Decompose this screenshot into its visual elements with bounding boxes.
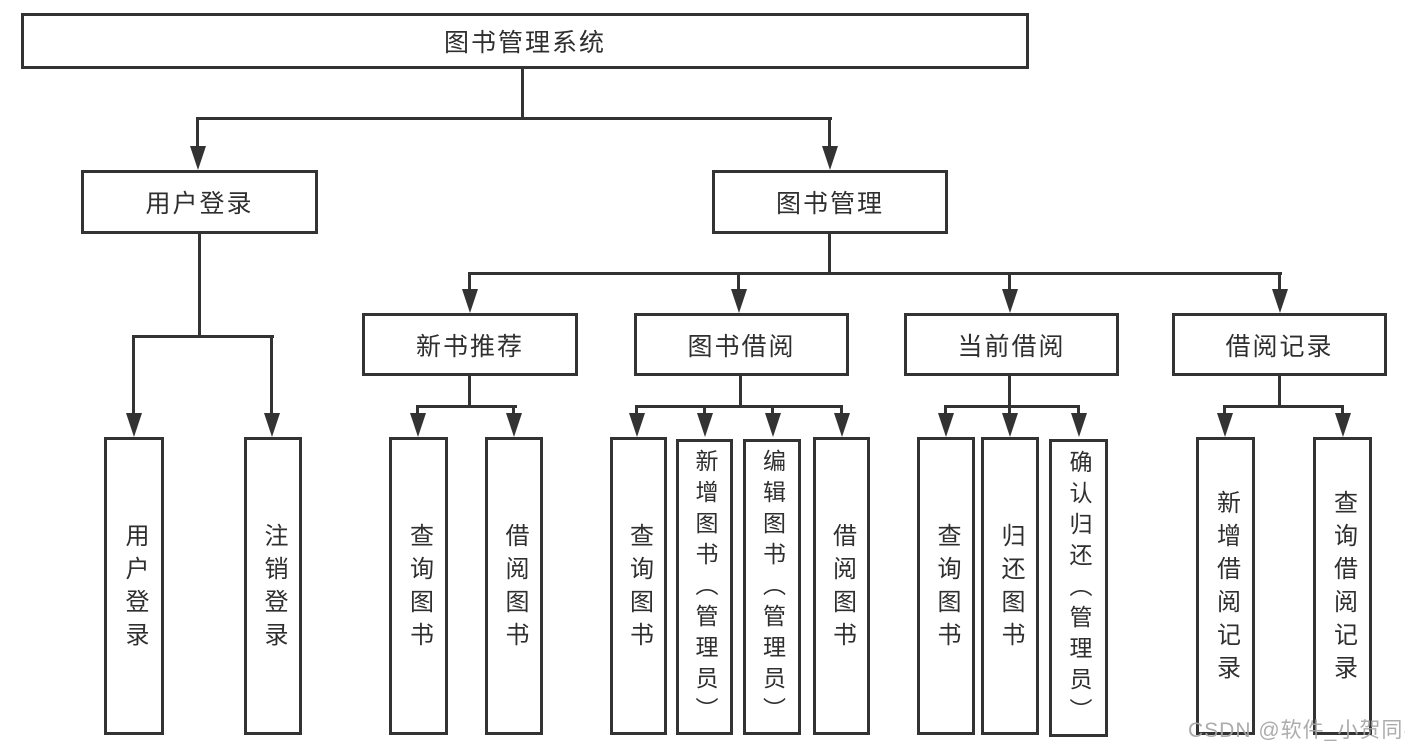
node-label: 用户登录 [145,190,254,218]
connector-line [196,117,199,149]
node-label: 查询图书 [933,523,960,655]
node-book-borrowing: 图书借阅 [634,313,849,376]
connector-line [270,335,273,413]
arrow-down-icon [822,146,838,170]
connector-line [739,376,742,407]
leaf-confirm-return-admin: 确认归还（管理员） [1049,439,1108,737]
node-current-borrowing: 当前借阅 [904,313,1119,376]
connector-line [198,234,201,338]
arrow-down-icon [410,413,426,437]
leaf-query-books-current: 查询图书 [917,437,975,735]
node-label: 归还图书 [997,523,1024,655]
connector-line [944,405,947,415]
leaf-user-login: 用户登录 [104,437,164,735]
connector-line [771,405,774,415]
arrow-down-icon [1335,413,1351,437]
connector-line [416,405,419,415]
connector-line [132,335,135,413]
arrow-down-icon [1002,413,1018,437]
connector-line [828,117,831,149]
arrow-down-icon [264,413,280,437]
node-label: 图书借阅 [687,332,796,361]
arrow-down-icon [938,413,954,437]
node-label: 查询图书 [405,523,433,655]
connector-line [416,405,517,408]
node-label: 新增借阅记录 [1212,490,1240,688]
leaf-borrow-books-recommend: 借阅图书 [485,437,543,735]
node-label: 当前借阅 [957,332,1066,361]
node-label: 确认归还（管理员） [1066,449,1092,729]
leaf-borrow-books: 借阅图书 [813,437,870,735]
leaf-return-books: 归还图书 [981,437,1039,735]
arrow-down-icon [1002,289,1018,313]
leaf-logout: 注销登录 [244,437,302,735]
connector-line [944,405,1080,408]
node-label: 图书管理 [775,190,884,218]
node-new-book-recommendation: 新书推荐 [362,313,578,376]
connector-line [840,405,843,415]
arrow-down-icon [765,413,781,437]
node-label: 新增图书（管理员） [692,448,718,728]
arrow-down-icon [629,413,645,437]
node-label: 借阅图书 [501,523,528,655]
connector-line [1223,405,1344,408]
leaf-add-borrow-record: 新增借阅记录 [1196,437,1255,735]
node-user-login: 用户登录 [81,170,318,234]
leaf-query-borrow-record: 查询借阅记录 [1313,437,1372,735]
connector-line [703,405,706,415]
node-label: 查询图书 [625,523,653,655]
connector-line [1008,405,1011,415]
node-label: 借阅记录 [1225,332,1334,361]
connector-line [828,234,831,275]
leaf-edit-books-admin: 编辑图书（管理员） [743,439,801,735]
node-label: 借阅图书 [828,523,856,655]
arrow-down-icon [462,289,478,313]
leaf-query-books-recommend: 查询图书 [389,437,448,735]
arrow-down-icon [731,289,747,313]
arrow-down-icon [1272,289,1288,313]
leaf-query-books-borrowing: 查询图书 [610,437,667,735]
node-book-management: 图书管理 [712,170,948,234]
leaf-add-books-admin: 新增图书（管理员） [676,439,733,735]
connector-line [1278,272,1281,292]
node-borrowing-records: 借阅记录 [1172,313,1387,376]
connector-line [737,272,740,292]
connector-line [512,405,515,415]
connector-line [468,376,471,407]
connector-line [1077,405,1080,415]
node-label: 图书管理系统 [443,29,606,57]
node-library-management-system: 图书管理系统 [21,13,1029,69]
connector-line [132,335,274,338]
arrow-down-icon [190,146,206,170]
connector-line [1278,376,1281,407]
connector-line [468,272,471,292]
csdn-watermark: CSDN @软件_小贺同学 [1188,719,1405,742]
arrow-down-icon [126,413,142,437]
connector-line [196,117,832,120]
connector-line [521,68,524,119]
arrow-down-icon [1071,413,1087,437]
connector-line [635,405,638,415]
connector-line [1223,405,1226,415]
connector-line [1341,405,1344,415]
node-label: 注销登录 [260,523,287,655]
arrow-down-icon [697,413,713,437]
arrow-down-icon [1217,413,1233,437]
connector-line [1008,376,1011,407]
node-label: 编辑图书（管理员） [759,448,786,728]
connector-line [635,405,843,408]
node-label: 用户登录 [121,523,148,655]
connector-line [468,272,1282,275]
connector-line [1008,272,1011,292]
node-label: 查询借阅记录 [1329,490,1357,688]
arrow-down-icon [506,413,522,437]
arrow-down-icon [834,413,850,437]
node-label: 新书推荐 [415,332,524,361]
